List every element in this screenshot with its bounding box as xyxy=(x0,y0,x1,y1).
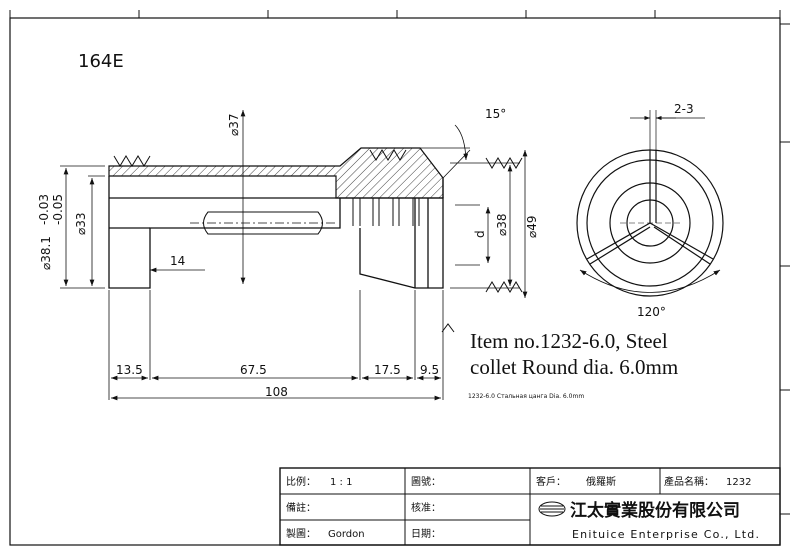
collet-section-hatch xyxy=(108,147,444,199)
drawn-value: Gordon xyxy=(328,529,365,540)
product-value: 1232 xyxy=(726,477,751,488)
company-name-en: Enituice Enterprise Co., Ltd. xyxy=(572,528,760,541)
scale-value: 1 : 1 xyxy=(330,477,352,488)
collet-outline xyxy=(108,176,444,289)
dim-d33: ⌀33 xyxy=(74,213,88,236)
dim-tolerance-upper: -0.03 xyxy=(37,194,51,225)
dim-d37: ⌀37 xyxy=(227,114,241,137)
dim-67-5: 67.5 xyxy=(240,363,267,377)
drawing-no-label: 圖號： xyxy=(411,475,441,488)
dim-angle-15: 15° xyxy=(485,107,506,121)
remark-label: 備註： xyxy=(286,501,316,514)
dim-tolerance-lower: -0.05 xyxy=(51,194,65,225)
dim-d49: ⌀49 xyxy=(525,216,539,239)
dim-14: 14 xyxy=(170,254,185,268)
title-block xyxy=(279,467,781,546)
product-label: 產品名稱： xyxy=(664,475,714,488)
item-russian-note: 1232-6.0 Стальная цанга Dia. 6.0mm xyxy=(468,393,584,400)
company-logo xyxy=(538,501,566,517)
collet-side-view: ⌀37 ⌀38.1 -0.03 -0.05 ⌀33 d ⌀38 ⌀49 15° … xyxy=(37,107,539,401)
check-label: 核准： xyxy=(411,501,441,514)
dimension-lines xyxy=(63,110,528,401)
collet-slots xyxy=(352,198,420,226)
part-number: 164E xyxy=(78,51,124,72)
leader-lines xyxy=(60,147,520,400)
scale-label: 比例： xyxy=(286,475,316,488)
dim-split-angle: 120° xyxy=(637,305,666,319)
dim-9-5: 9.5 xyxy=(420,363,439,377)
dim-d: d xyxy=(473,230,487,238)
dim-13-5: 13.5 xyxy=(116,363,143,377)
item-line-2: collet Round dia. 6.0mm xyxy=(470,355,678,379)
date-label: 日期： xyxy=(411,528,441,540)
item-line-1: Item no.1232-6.0, Steel xyxy=(470,329,668,353)
customer-label: 客戶： xyxy=(536,475,566,488)
surface-finish-marks xyxy=(113,149,523,333)
drawn-label: 製圖： xyxy=(286,527,316,540)
dim-d38-1: ⌀38.1 xyxy=(39,236,53,270)
dim-17-5: 17.5 xyxy=(374,363,401,377)
dim-slot-width: 2-3 xyxy=(674,102,694,116)
dim-d38: ⌀38 xyxy=(495,214,509,237)
collet-end-view xyxy=(576,110,724,297)
frame xyxy=(9,10,790,546)
customer-value: 俄羅斯 xyxy=(586,475,616,488)
keyway-slot xyxy=(203,211,323,235)
dim-108: 108 xyxy=(265,385,288,399)
company-name-cn: 江太實業股份有限公司 xyxy=(570,500,740,521)
